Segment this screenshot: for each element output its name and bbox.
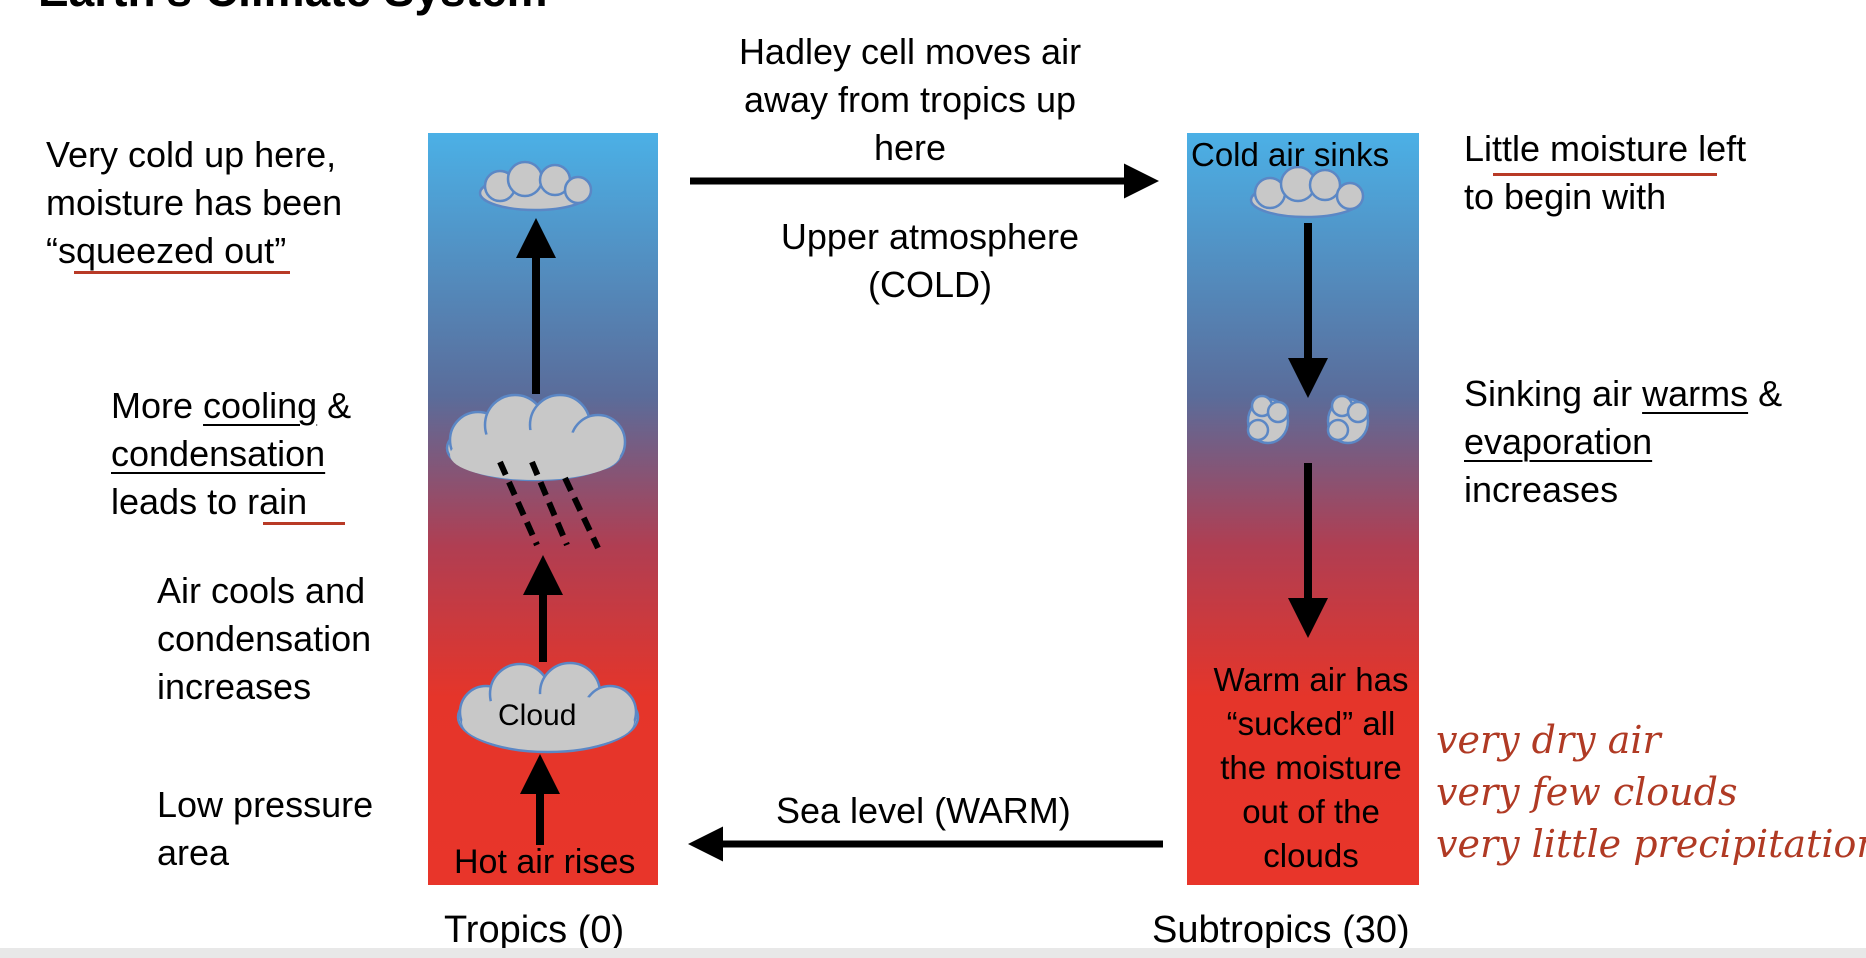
sea-level-text: Sea level (WARM) (776, 790, 1071, 831)
cloud-icon (1249, 165, 1365, 219)
subtropics-label: Subtropics (30) (1152, 909, 1410, 951)
left-note-lower: Air cools and condensation increases (157, 570, 372, 707)
tropics-bottom-label: Hot air rises (454, 843, 636, 881)
annotation-underline (263, 522, 345, 525)
hadley-cell-text: Hadley cell moves air away from tropics … (738, 31, 1082, 168)
small-cloud-icon (1246, 394, 1290, 445)
page-title: Earth's Climate System (38, 0, 547, 14)
rain-cloud-icon (445, 393, 627, 482)
squeezed-out-word: squeezed out (58, 230, 275, 271)
upper-atmosphere-text: Upper atmosphere (COLD) (780, 216, 1080, 305)
cloud-icon (478, 160, 593, 212)
cloud-icon (456, 661, 640, 754)
cloud-label: Cloud (498, 699, 577, 732)
right-note-middle: Sinking air warms & evaporation increase… (1464, 373, 1783, 510)
left-note-top: Very cold up here, moisture has been “sq… (46, 134, 343, 271)
small-cloud-icon (1326, 394, 1370, 445)
slide-bottom-edge (0, 948, 1866, 958)
subtropics-column (1187, 133, 1419, 885)
subtropics-warm-text: Warm air has “sucked” all the moisture o… (1213, 661, 1409, 874)
left-note-middle: More cooling & condensation leads to rai… (111, 385, 352, 522)
annotation-underline (74, 271, 290, 274)
subtropics-top-label: Cold air sinks (1191, 136, 1390, 173)
left-note-bottom: Low pressure area (157, 784, 374, 873)
tropics-label: Tropics (0) (444, 909, 625, 951)
right-note-top: Little moisture left to begin with (1464, 128, 1747, 217)
handwritten-note: very dry air very few clouds very little… (1436, 718, 1866, 866)
annotation-underline (1493, 173, 1717, 176)
rain-icon (497, 460, 601, 550)
